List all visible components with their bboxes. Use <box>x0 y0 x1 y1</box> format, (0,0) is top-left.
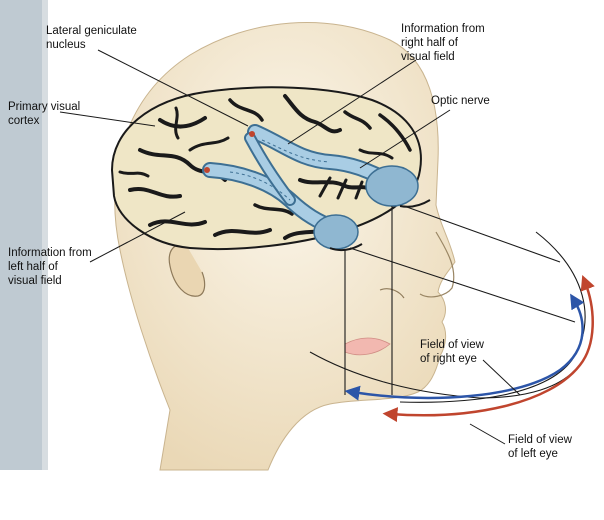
ear <box>168 244 206 297</box>
left-eye-field-arrow <box>382 275 595 423</box>
label-optic-nerve: Optic nerve <box>431 95 490 107</box>
page-edge-strip <box>0 0 42 470</box>
leader-lines <box>59 49 521 445</box>
left-eye <box>313 214 363 252</box>
